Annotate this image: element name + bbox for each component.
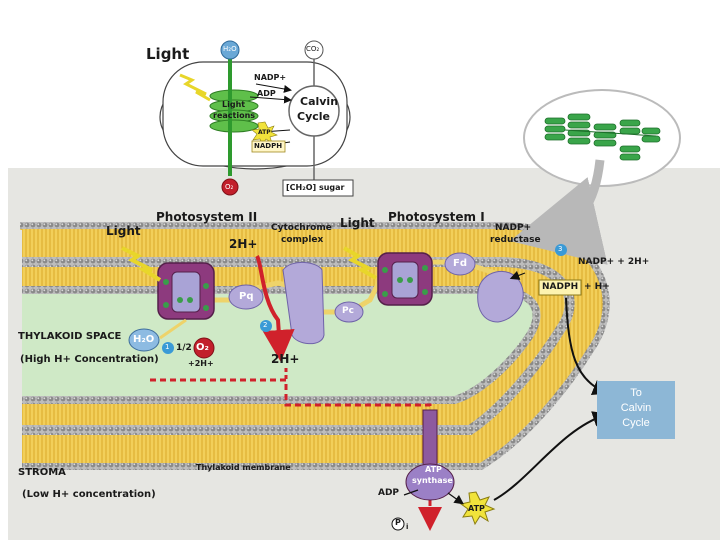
inset-o2-label: O₂ [225, 183, 234, 191]
proton-label-top: 2H+ [229, 237, 258, 251]
inset-water-icon [220, 40, 240, 60]
thylakoid-membrane-label: Thylakoid membrane [196, 463, 291, 472]
inset-sugar-label: [CH₂O] sugar [286, 183, 345, 192]
atp-to-calvin-arrow [493, 411, 609, 501]
step-1-label: 1 [165, 343, 170, 351]
inset-light-reactions-label-2: reactions [213, 111, 256, 120]
photosystem-i [377, 252, 433, 306]
light-reactions-stack [209, 89, 259, 133]
cytochrome-label-1: Cytochrome [271, 223, 332, 233]
atp-synthase [405, 409, 455, 501]
light-bolt-psi [343, 246, 377, 280]
adp-label: ADP [378, 488, 400, 498]
oxygen-label: O₂ [196, 342, 209, 353]
nadp-plus-2h-label: NADP+ + 2H+ [578, 257, 650, 267]
step-1-badge [162, 342, 174, 354]
phosphate-icon [391, 517, 405, 531]
water-icon [128, 328, 160, 352]
to-calvin-label-1: To [630, 387, 642, 399]
pq-label: Pq [239, 291, 254, 302]
proton-pump-arrow [255, 254, 295, 362]
half-label: 1/2 [176, 343, 192, 353]
step-2-label: 2 [263, 321, 268, 329]
to-calvin-label-2: Calvin [620, 402, 652, 414]
zoom-arrow [509, 159, 608, 265]
low-h-label: (Low H+ concentration) [22, 489, 156, 500]
step-3-label: 3 [558, 245, 563, 253]
inset-sugar-box [282, 179, 354, 197]
light-label-left: Light [106, 224, 141, 238]
plus-2h-label: +2H+ [188, 359, 214, 368]
inset-atp-label: ATP [258, 129, 271, 136]
inset-nadph-box [251, 140, 286, 153]
inset-co2-icon [304, 40, 324, 60]
nadp-reductase-label-2: reductase [490, 235, 541, 245]
proton-label-bottom: 2H+ [271, 352, 300, 366]
inset-overview [159, 40, 354, 197]
chloroplast-thumbnail [523, 89, 681, 187]
water-label: H₂O [133, 334, 155, 345]
cytochrome-label-2: complex [281, 235, 324, 245]
inset-co2-label: CO₂ [306, 45, 320, 53]
atp-icon [459, 491, 496, 526]
photosystem-ii-label: Photosystem II [156, 210, 258, 224]
atp-label: ATP [468, 504, 485, 513]
inset-calvin-label-1: Calvin [300, 95, 339, 108]
light-bolt-psii [121, 246, 162, 282]
phosphate-label: P [395, 518, 401, 527]
thylakoid-space-label: THYLAKOID SPACE [18, 331, 122, 342]
inset-calvin-label-2: Cycle [297, 110, 330, 123]
high-h-label: (High H+ Concentration) [20, 354, 159, 365]
oxygen-icon [193, 337, 215, 359]
nadp-reductase [477, 271, 524, 323]
plastocyanin [334, 301, 364, 323]
fd-label: Fd [453, 258, 467, 269]
step-2-badge [260, 320, 272, 332]
photosystem-ii [157, 262, 215, 320]
ferredoxin [444, 252, 476, 276]
pc-label: Pc [342, 306, 354, 316]
inset-light-reactions-label-1: Light [222, 100, 246, 109]
nadp-reductase-label-1: NADP+ [495, 223, 532, 233]
plastoquinone [228, 284, 264, 310]
light-label-right: Light [340, 216, 375, 230]
inset-o2-icon [221, 178, 239, 196]
atp-synthase-label-1: ATP [425, 465, 442, 474]
inset-nadph-label: NADPH [254, 142, 283, 150]
step-3-badge [555, 244, 567, 256]
nadph-box [538, 279, 582, 296]
inset-light-bolt [179, 73, 211, 102]
inset-adp-label: ADP [257, 89, 276, 98]
plus-h-label: + H+ [584, 282, 610, 292]
nadph-to-calvin-arrow [565, 297, 609, 395]
photosystem-i-label: Photosystem I [388, 210, 485, 224]
phosphate-sub-label: i [406, 523, 409, 531]
inset-h2o-label: H₂O [223, 45, 237, 53]
inset-nadp-label: NADP+ [254, 73, 287, 82]
cytochrome-complex [282, 262, 325, 345]
to-calvin-label-3: Cycle [622, 417, 650, 429]
stroma-label: STROMA [18, 467, 66, 478]
to-calvin-cycle-box: To Calvin Cycle [597, 381, 675, 439]
atp-synthase-label-2: synthase [412, 476, 453, 485]
inset-light-label: Light [146, 45, 190, 63]
nadph-label: NADPH [542, 282, 579, 292]
